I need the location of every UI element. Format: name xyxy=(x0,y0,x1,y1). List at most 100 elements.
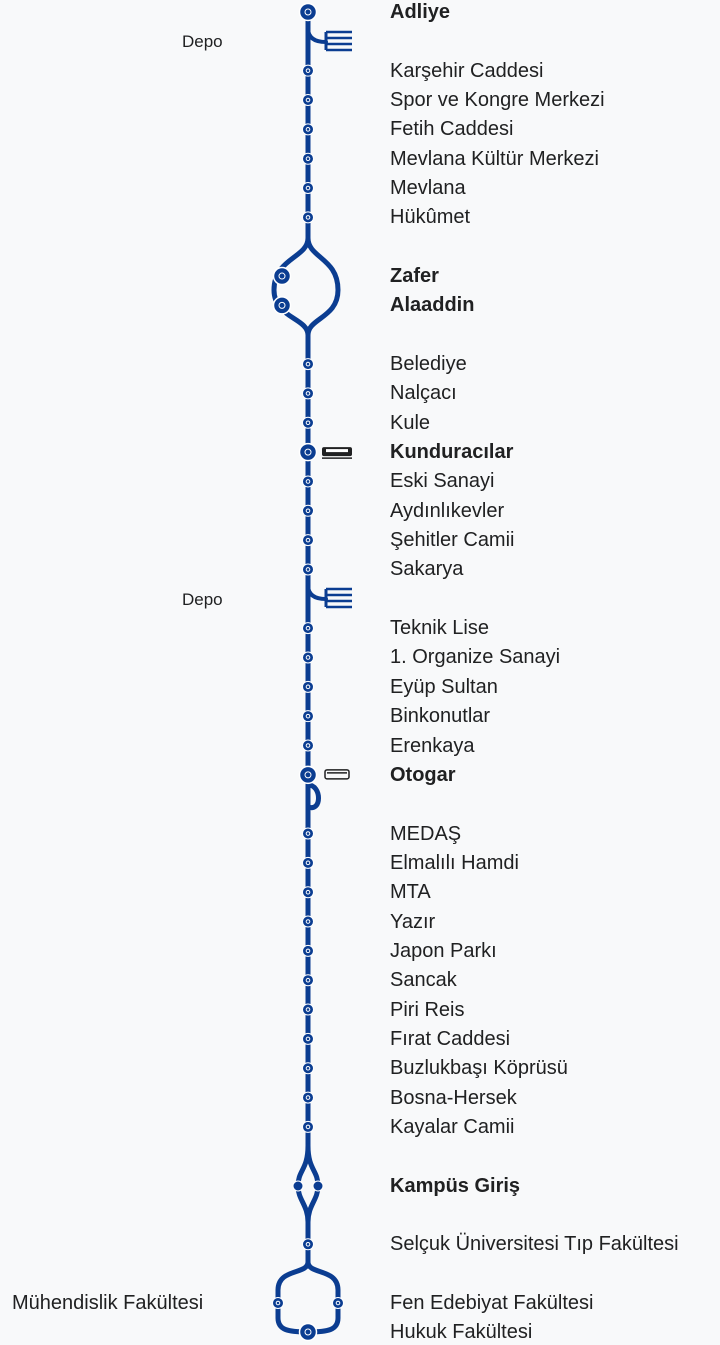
wheelchair-station-icon xyxy=(272,266,292,286)
wheelchair-icon xyxy=(305,1065,311,1071)
station-marker-icon xyxy=(302,739,314,752)
loop-track-right xyxy=(305,235,341,338)
station-marker-icon xyxy=(302,1238,314,1251)
wheelchair-icon xyxy=(305,1095,311,1100)
wheelchair-icon xyxy=(305,1036,311,1042)
station-marker-icon xyxy=(312,1180,324,1192)
wheelchair-icon xyxy=(305,420,311,426)
station-marker-icon xyxy=(302,886,314,899)
station-marker-icon xyxy=(302,475,314,488)
turnback-spur xyxy=(305,782,321,811)
station-marker-icon xyxy=(302,651,314,664)
station-label: Kunduracılar xyxy=(390,441,514,464)
station-label: Fetih Caddesi xyxy=(390,118,514,141)
station-marker-icon xyxy=(302,680,314,693)
wheelchair-icon xyxy=(278,272,286,280)
wheelchair-icon xyxy=(305,68,311,73)
wheelchair-icon xyxy=(305,1124,311,1130)
wheelchair-station-icon xyxy=(298,2,318,22)
station-marker-icon xyxy=(302,211,314,224)
station-label: MTA xyxy=(390,881,431,904)
wheelchair-icon xyxy=(305,391,311,396)
wheelchair-icon xyxy=(275,1300,281,1306)
station-label: Yazır xyxy=(390,910,436,933)
station-marker-icon xyxy=(302,504,314,517)
wheelchair-station-icon xyxy=(272,296,292,315)
wheelchair-icon xyxy=(305,743,311,748)
station-label: Piri Reis xyxy=(390,998,465,1021)
wheelchair-icon xyxy=(304,1328,312,1336)
wheelchair-icon xyxy=(305,831,311,836)
wheelchair-icon xyxy=(305,215,311,220)
station-label: Kayalar Camii xyxy=(390,1115,515,1138)
station-marker-icon xyxy=(302,1091,314,1104)
wheelchair-icon xyxy=(304,8,312,16)
station-label: Alaaddin xyxy=(390,294,475,317)
station-label: Nalçacı xyxy=(390,382,457,405)
station-marker-icon xyxy=(302,64,314,77)
wheelchair-icon xyxy=(305,185,311,191)
station-label: Şehitler Camii xyxy=(390,529,515,552)
station-label: Bosna-Hersek xyxy=(390,1086,517,1109)
wheelchair-icon xyxy=(278,301,286,309)
loop-track-left xyxy=(271,235,311,338)
terminal-loop xyxy=(275,1259,341,1335)
station-marker-icon xyxy=(302,1003,314,1016)
station-marker-icon xyxy=(302,534,314,547)
wheelchair-icon xyxy=(304,448,312,456)
station-label: Karşehir Caddesi xyxy=(390,59,544,82)
station-label: Kampüs Giriş xyxy=(390,1174,521,1197)
station-marker-icon xyxy=(302,182,314,195)
wheelchair-station-icon xyxy=(298,1322,318,1342)
wheelchair-icon xyxy=(305,479,311,484)
wheelchair-icon xyxy=(305,127,311,132)
side-station-label: Mühendislik Fakültesi xyxy=(12,1292,204,1314)
station-marker-icon xyxy=(332,1297,344,1309)
station-label: Buzlukbaşı Köprüsü xyxy=(390,1057,568,1080)
station-label: Selçuk Üniversitesi Tıp Fakültesi xyxy=(390,1233,679,1256)
station-marker-icon xyxy=(302,387,314,400)
wheelchair-icon xyxy=(305,1241,311,1247)
station-marker-icon xyxy=(302,710,314,723)
station-label: Binkonutlar xyxy=(390,705,491,728)
wheelchair-icon xyxy=(305,361,311,367)
station-marker-icon xyxy=(302,1120,314,1133)
bus-icon xyxy=(324,769,350,780)
wheelchair-icon xyxy=(305,860,311,866)
train-icon-window xyxy=(326,449,348,453)
wheelchair-icon xyxy=(305,537,311,543)
station-label: Sancak xyxy=(390,969,457,992)
wheelchair-station-icon xyxy=(298,765,318,785)
station-label: Sakarya xyxy=(390,558,464,581)
station-label: Zafer xyxy=(390,265,439,288)
station-marker-icon xyxy=(302,123,314,136)
station-label: Kule xyxy=(390,411,431,434)
station-label: Eski Sanayi xyxy=(390,470,495,493)
station-marker-icon xyxy=(302,944,314,957)
station-marker-icon xyxy=(302,915,314,928)
station-label: Aydınlıkevler xyxy=(390,499,505,522)
station-marker-icon xyxy=(302,827,314,840)
station-marker-icon xyxy=(302,416,314,429)
station-label: MEDAŞ xyxy=(390,822,462,845)
station-label: Otogar xyxy=(390,763,456,786)
station-marker-icon xyxy=(302,563,314,576)
wheelchair-icon xyxy=(305,655,311,660)
depot-connector xyxy=(306,583,328,601)
wheelchair-icon xyxy=(305,1007,311,1012)
wheelchair-icon xyxy=(304,771,312,779)
depot-label-2: Depo xyxy=(182,590,223,609)
wheelchair-icon xyxy=(305,713,311,719)
station-label: Adliye xyxy=(390,1,451,23)
station-label: Erenkaya xyxy=(390,734,475,757)
wheelchair-icon xyxy=(305,948,311,954)
station-label: Teknik Lise xyxy=(390,617,489,640)
station-marker-icon xyxy=(302,358,314,371)
station-label: Japon Parkı xyxy=(390,939,497,962)
station-marker-icon xyxy=(302,974,314,987)
station-marker-icon xyxy=(302,1032,314,1045)
station-marker-icon xyxy=(302,856,314,869)
wheelchair-icon xyxy=(305,919,311,924)
station-label: Elmalılı Hamdi xyxy=(390,851,519,874)
